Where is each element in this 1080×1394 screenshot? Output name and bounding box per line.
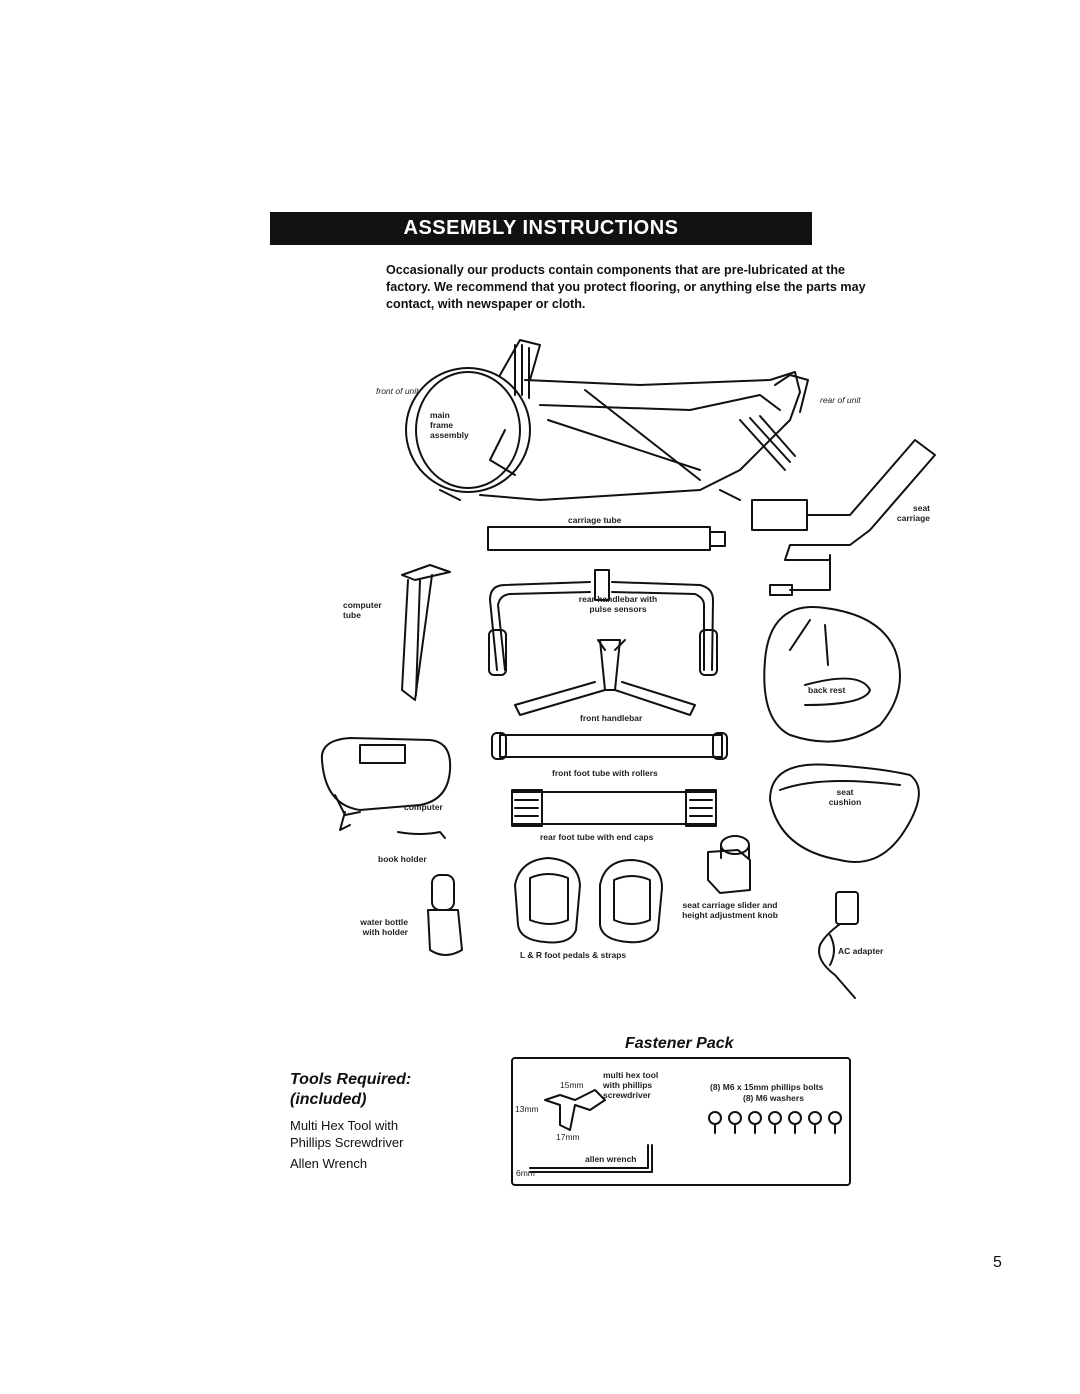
seat-carriage-label: seat carriage xyxy=(896,503,930,523)
page-number: 5 xyxy=(993,1254,1002,1271)
rear-foot-tube-illustration xyxy=(511,789,717,827)
bolts-label: (8) M6 x 15mm phillips bolts xyxy=(710,1082,824,1092)
back-rest-label: back rest xyxy=(808,685,846,695)
computer-tube-label: computer tube xyxy=(343,600,382,620)
main-frame-label: main frame assembly xyxy=(430,410,469,440)
seat-carriage-illustration xyxy=(751,439,936,596)
rear-handlebar-illustration xyxy=(488,569,718,676)
rear-handlebar-label: rear handlebar with pulse sensors xyxy=(578,594,658,614)
foot-pedals-illustration xyxy=(514,857,663,944)
tool-item: Multi Hex Tool with xyxy=(290,1118,399,1133)
book-holder-label: book holder xyxy=(378,854,427,864)
front-foot-tube-illustration xyxy=(491,732,728,760)
carriage-tube-label: carriage tube xyxy=(568,515,622,525)
computer-tube-illustration xyxy=(401,564,451,701)
washers-label: (8) M6 washers xyxy=(743,1093,804,1103)
ac-adapter-label: AC adapter xyxy=(838,946,884,956)
foot-pedals-label: L & R foot pedals & straps xyxy=(520,950,627,960)
water-bottle-illustration xyxy=(427,874,463,956)
intro-paragraph: Occasionally our products contain compon… xyxy=(386,263,866,311)
seat-knob-illustration xyxy=(707,835,751,894)
computer-illustration xyxy=(320,737,452,831)
size-17mm-label: 17mm xyxy=(556,1132,580,1142)
section-title: ASSEMBLY INSTRUCTIONS xyxy=(403,217,679,239)
allen-wrench-label: allen wrench xyxy=(585,1154,637,1164)
size-13mm-label: 13mm xyxy=(515,1104,539,1114)
front-foot-tube-label: front foot tube with rollers xyxy=(552,768,658,778)
hex-tool-illustration xyxy=(544,1089,606,1131)
book-holder-illustration xyxy=(397,831,446,839)
seat-knob-label: seat carriage slider and height adjustme… xyxy=(682,900,778,920)
carriage-tube-illustration xyxy=(487,526,726,551)
rear-of-unit-label: rear of unit xyxy=(820,395,861,405)
tools-required-title: Tools Required: (included) xyxy=(290,1070,411,1110)
front-handlebar-label: front handlebar xyxy=(580,713,643,723)
rear-foot-tube-label: rear foot tube with end caps xyxy=(540,832,654,842)
water-bottle-label: water bottle with holder xyxy=(360,917,408,937)
hex-tool-label: multi hex tool with phillips screwdriver xyxy=(603,1070,659,1100)
tool-item: Phillips Screwdriver xyxy=(290,1135,404,1150)
size-15mm-label: 15mm xyxy=(560,1080,584,1090)
tools-title-line1: Tools Required: xyxy=(290,1071,412,1088)
ac-adapter-illustration xyxy=(818,891,859,999)
front-handlebar-illustration xyxy=(514,639,696,716)
back-rest-illustration xyxy=(763,606,901,743)
fastener-pack-box xyxy=(511,1057,851,1186)
allen-wrench-illustration xyxy=(529,1144,653,1173)
tool-item: Allen Wrench xyxy=(290,1156,368,1171)
size-6mm-label: 6mm xyxy=(516,1168,535,1178)
front-of-unit-label: front of unit xyxy=(376,386,419,396)
fastener-pack-title: Fastener Pack xyxy=(625,1035,734,1052)
computer-label: computer xyxy=(404,802,443,812)
seat-cushion-label: seat cushion xyxy=(828,787,862,807)
seat-cushion-illustration xyxy=(769,763,920,863)
tools-title-line2: (included) xyxy=(290,1091,367,1108)
bolts-illustration xyxy=(708,1111,842,1134)
main-frame-illustration xyxy=(405,339,809,501)
section-title-banner: ASSEMBLY INSTRUCTIONS xyxy=(270,212,812,245)
